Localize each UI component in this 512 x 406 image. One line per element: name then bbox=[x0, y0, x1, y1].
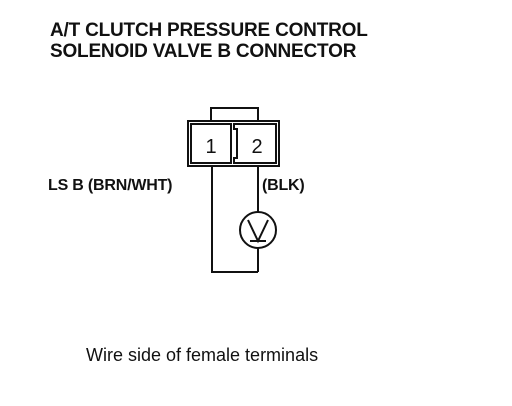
terminal-2-label: 2 bbox=[251, 136, 262, 158]
wire-ls-b bbox=[211, 166, 258, 273]
terminal-2-cavity bbox=[233, 123, 277, 164]
title-line-1: A/T CLUTCH PRESSURE CONTROL bbox=[50, 20, 368, 41]
terminal-1-label: 1 bbox=[205, 136, 216, 158]
wire-label-blk: (BLK) bbox=[262, 177, 305, 194]
connector-lock-tab bbox=[210, 107, 259, 121]
caption-text: Wire side of female terminals bbox=[86, 345, 319, 365]
connector-housing bbox=[187, 120, 280, 167]
diagram-title: A/T CLUTCH PRESSURE CONTROL SOLENOID VAL… bbox=[50, 20, 368, 62]
voltmeter-icon bbox=[239, 211, 277, 249]
voltmeter-v-symbol bbox=[247, 219, 269, 244]
wire-label-ls-b: LS B (BRN/WHT) bbox=[48, 177, 173, 194]
title-line-2: SOLENOID VALVE B CONNECTOR bbox=[50, 41, 357, 62]
terminal-1-cavity bbox=[190, 123, 232, 164]
